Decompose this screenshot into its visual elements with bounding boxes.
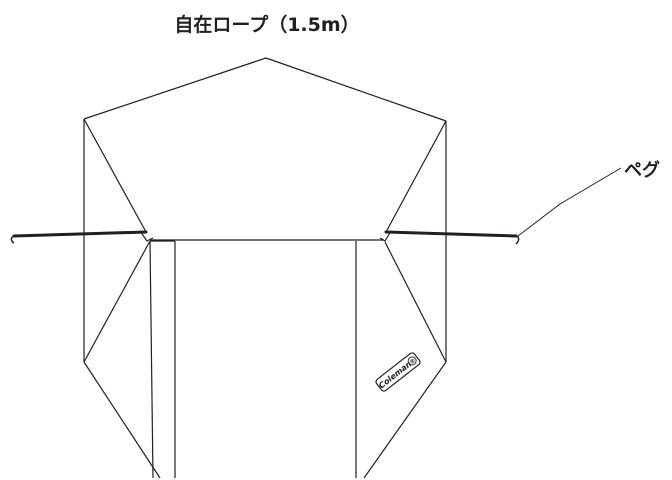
peg-leader-line bbox=[517, 167, 622, 237]
left-peg-icon bbox=[10, 235, 15, 244]
peg-label: ペグ bbox=[624, 160, 660, 181]
roof-left-slope bbox=[83, 118, 147, 233]
right-wall-bottom bbox=[363, 361, 447, 479]
logo-registered-mark: ® bbox=[408, 357, 417, 366]
left-corner-bracket bbox=[139, 230, 154, 242]
right-guy-rope bbox=[384, 230, 518, 238]
right-peg-icon bbox=[515, 234, 520, 245]
rope-label: 自在ロープ（1.5m） bbox=[174, 14, 360, 36]
left-guy-rope bbox=[12, 230, 148, 238]
right-wall-fold bbox=[384, 241, 447, 363]
left-wall-bottom bbox=[83, 361, 161, 479]
roof-right-slope bbox=[385, 120, 447, 233]
coleman-logo: Coleman ® bbox=[375, 352, 421, 392]
left-wall-fold bbox=[83, 240, 151, 363]
right-corner-bracket bbox=[379, 230, 392, 242]
roof-outline bbox=[83, 57, 447, 122]
front-inner-left bbox=[149, 240, 154, 479]
